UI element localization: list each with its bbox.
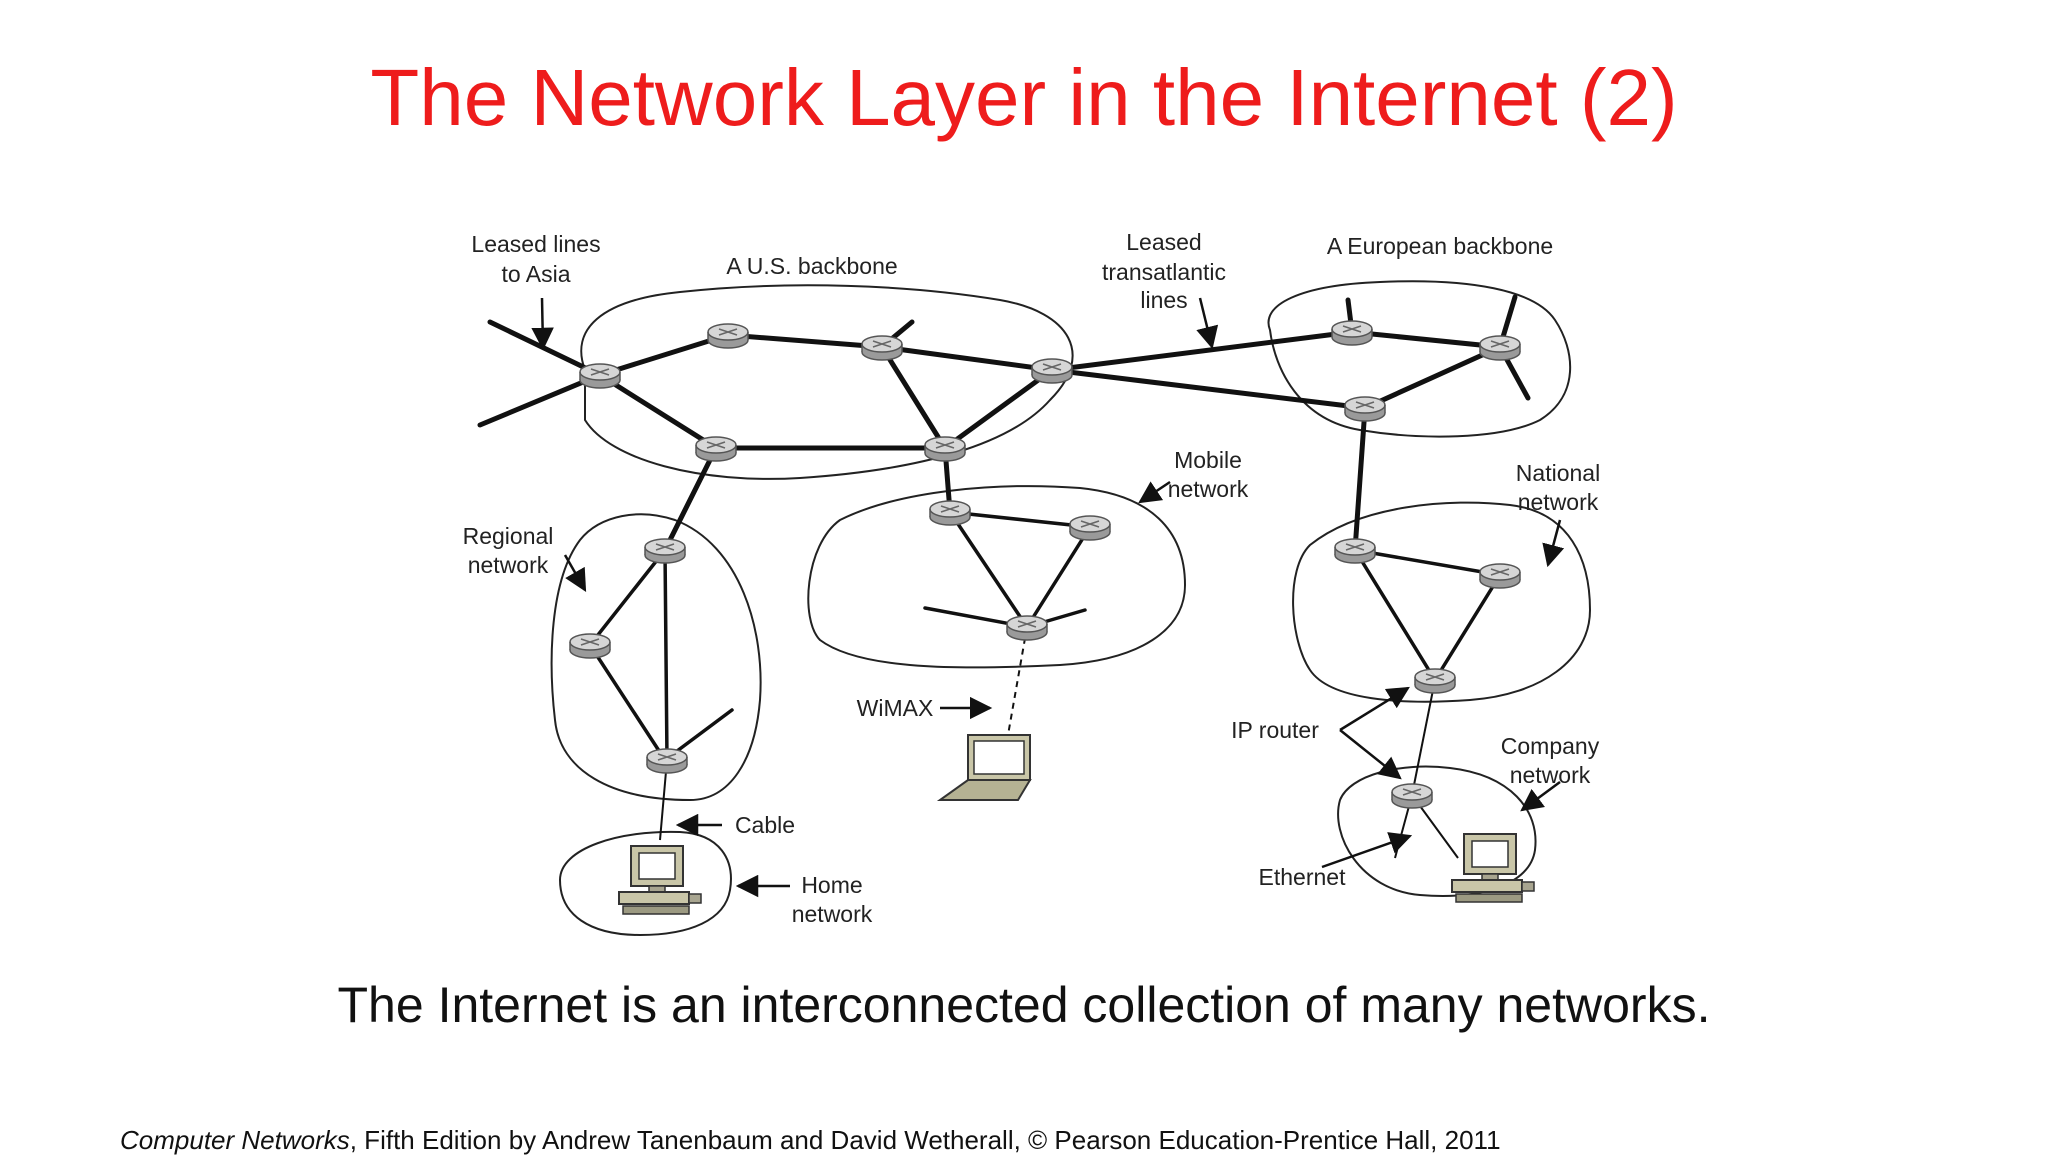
company-network-cloud	[1337, 765, 1537, 897]
mobile-network-label: network	[1168, 476, 1249, 502]
router-icon	[1391, 783, 1433, 809]
us-backbone-label: A U.S. backbone	[726, 253, 897, 279]
regional-network-cloud	[550, 513, 762, 802]
cable-label: Cable	[735, 812, 795, 838]
regional-network-label: network	[468, 552, 549, 578]
company-network-label: Company	[1501, 733, 1600, 759]
wimax-label: WiMAX	[857, 695, 934, 721]
leased-asia-label: to Asia	[501, 261, 570, 287]
credit-line: Computer Networks, Fifth Edition by Andr…	[120, 1125, 1501, 1155]
ethernet-label: Ethernet	[1259, 864, 1347, 890]
router-icon	[1479, 563, 1521, 589]
book-title: Computer Networks	[120, 1125, 350, 1155]
router-icon	[1334, 538, 1376, 564]
leased-transatlantic-label: Leased	[1126, 229, 1201, 255]
router-icon	[695, 436, 737, 462]
arrow-icon	[531, 297, 1565, 898]
mobile-network-cloud	[807, 485, 1187, 669]
us-backbone-cloud	[580, 284, 1074, 480]
regional-network-label: Regional	[463, 523, 554, 549]
router-icon	[1479, 335, 1521, 361]
router-icon	[1006, 615, 1048, 641]
router-icon	[579, 363, 621, 389]
router-icon	[1069, 515, 1111, 541]
leased-transatlantic-label: lines	[1140, 287, 1187, 313]
home-network-cloud	[558, 830, 732, 937]
router-icon	[929, 500, 971, 526]
home-computer-icon	[618, 845, 702, 915]
ip-router-label: IP router	[1231, 717, 1319, 743]
european-backbone-cloud	[1267, 280, 1572, 438]
router-icon	[924, 436, 966, 462]
router-icon	[1331, 320, 1373, 346]
slide-title: The Network Layer in the Internet (2)	[370, 53, 1678, 142]
national-network-cloud	[1292, 501, 1592, 703]
leased-asia-label: Leased lines	[471, 231, 600, 257]
home-network-label: Home	[801, 872, 862, 898]
home-network-label: network	[792, 901, 873, 927]
router-icon	[569, 633, 611, 659]
routers	[569, 320, 1521, 809]
mobile-network-label: Mobile	[1174, 447, 1242, 473]
national-network-label: National	[1516, 460, 1600, 486]
credit-text: , Fifth Edition by Andrew Tanenbaum and …	[349, 1125, 1501, 1155]
laptop-icon	[936, 734, 1032, 801]
router-icon	[646, 748, 688, 774]
router-icon	[707, 323, 749, 349]
router-icon	[1031, 358, 1073, 384]
router-icon	[644, 538, 686, 564]
leased-transatlantic-label: transatlantic	[1102, 259, 1226, 285]
slide-caption: The Internet is an interconnected collec…	[337, 977, 1711, 1033]
router-icon	[1344, 396, 1386, 422]
router-icon	[1414, 668, 1456, 694]
router-icon	[861, 335, 903, 361]
national-network-label: network	[1518, 489, 1599, 515]
company-computer-icon	[1451, 833, 1535, 903]
european-backbone-label: A European backbone	[1327, 233, 1553, 259]
company-network-label: network	[1510, 762, 1591, 788]
